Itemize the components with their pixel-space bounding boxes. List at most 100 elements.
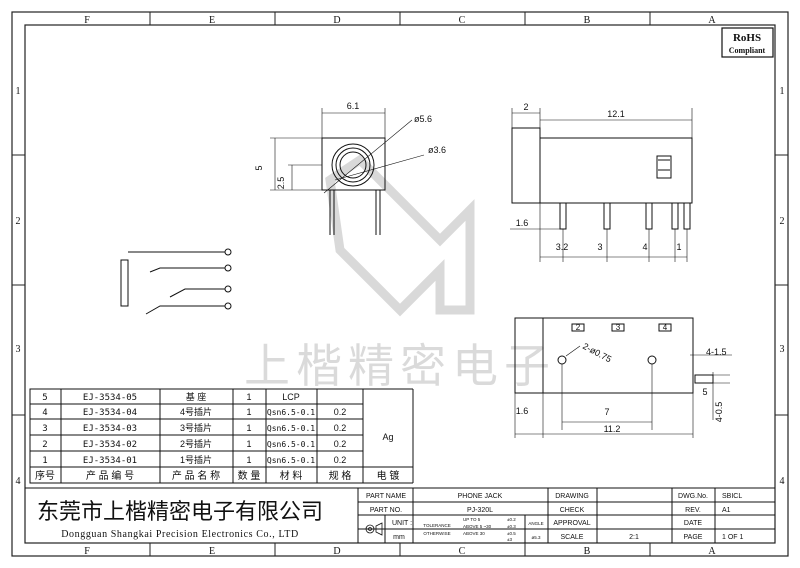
part-name-value: PHONE JACK (458, 493, 503, 500)
company-name-cn: 东莞市上楷精密电子有限公司 (37, 499, 323, 524)
bom-row-material: LCP (282, 392, 300, 402)
dim-dia-inner: ø3.6 (428, 145, 446, 155)
bom-row-code: EJ-3534-04 (83, 408, 137, 418)
tol-value-1: ±0.2 (507, 517, 516, 522)
angle-value: ø5.3 (531, 535, 541, 540)
bom-row-spec: 0.2 (334, 407, 347, 417)
bom-row-qty: 1 (246, 392, 251, 402)
bom-header-plating: 电 镀 (377, 469, 400, 482)
bom-row-material: Qsn6.5-0.1 (267, 456, 315, 465)
rev-value: A1 (722, 507, 731, 514)
bom-row-qty: 1 (246, 407, 251, 417)
otherwise-label: OTHERWISE (423, 531, 450, 536)
projection-symbol-icon (365, 522, 383, 536)
watermark-text: 上楷精密电子 (244, 339, 556, 393)
dim-side-length: 12.1 (607, 109, 625, 119)
zone-ticks (12, 12, 788, 556)
tol-value-3: ±0.5 (507, 531, 516, 536)
front-view (270, 108, 425, 235)
zone-row-3: 3 (16, 344, 21, 355)
dim-front-half: 2.5 (276, 177, 286, 190)
bom-row-no: 1 (42, 456, 47, 466)
check-label: CHECK (560, 507, 585, 514)
bom-header-spec: 规 格 (329, 469, 352, 482)
bom-header-code: 产 品 编 号 (86, 469, 134, 482)
bom-row-code: EJ-3534-03 (83, 424, 137, 434)
approval-label: APPROVAL (553, 520, 590, 527)
bom-row-material: Qsn6.5-0.1 (267, 424, 315, 433)
title-block (25, 487, 775, 543)
drawing-label: DRAWING (555, 493, 589, 500)
rohs-badge (721, 27, 774, 58)
page-label: PAGE (684, 534, 703, 541)
page-value: 1 OF 1 (722, 534, 744, 541)
bom-row-code: EJ-3534-02 (83, 440, 137, 450)
zone-col-c-bottom: C (459, 546, 466, 557)
dim-top-holes: 2-ø0.75 (581, 341, 613, 364)
inner-border (24, 24, 776, 544)
rev-label: REV. (685, 507, 701, 514)
bom-row-name: 2号插片 (180, 438, 212, 449)
unit-label: UNIT : (392, 520, 412, 527)
tol-range-1: UP TO 5 (463, 517, 481, 522)
dim-side-2: 2 (523, 102, 528, 112)
dim-top-112: 11.2 (604, 424, 621, 434)
bom-header-material: 材 料 (280, 469, 303, 482)
dim-side-16: 1.6 (516, 218, 529, 228)
bom-headers: 序号 产 品 编 号 产 品 名 称 数 量 材 料 规 格 电 镀 (35, 469, 399, 482)
rohs-compliant: Compliant (729, 46, 766, 55)
scale-value: 2:1 (629, 534, 639, 541)
bom-row-spec: 0.2 (334, 455, 347, 465)
dim-top-405: 4-0.5 (714, 402, 724, 423)
bom-row-no: 3 (42, 424, 47, 434)
bom-row-no: 2 (42, 440, 47, 450)
bom-plating-column (30, 388, 414, 484)
title-block-fields: PART NAME PHONE JACK PART NO. PJ-320L UN… (366, 493, 744, 542)
dim-side-4: 4 (642, 242, 647, 252)
bom-plating: Ag (382, 432, 393, 442)
bom-rows: 5 EJ-3534-05 基 座 1 LCP 4 EJ-3534-04 4号插片… (42, 391, 393, 466)
bom-row-no: 4 (42, 408, 47, 418)
dim-side-32: 3.2 (556, 242, 569, 252)
bom-row-code: EJ-3534-05 (83, 393, 137, 403)
zone-col-a-bottom: A (708, 546, 716, 557)
side-view (510, 108, 693, 262)
zone-col-c: C (459, 15, 466, 26)
bom-row-no: 5 (42, 393, 47, 403)
rohs-title: RoHS (733, 32, 761, 44)
zone-col-f-bottom: F (84, 546, 90, 557)
zone-col-d: D (333, 15, 340, 26)
bom-row-name: 4号插片 (180, 406, 212, 417)
watermark-logo (325, 154, 475, 317)
zone-col-a: A (708, 15, 716, 26)
part-no-label: PART NO. (370, 507, 402, 514)
dim-side-1: 1 (676, 242, 681, 252)
tol-range-3: ABOVE 30 (463, 531, 485, 536)
dwg-no-value: SBICL (722, 493, 742, 500)
zone-col-b: B (584, 15, 591, 26)
bom-row-material: Qsn6.5-0.1 (267, 408, 315, 417)
zone-col-d-bottom: D (333, 546, 340, 557)
zone-row-1-right: 1 (780, 86, 785, 97)
contact-schematic (120, 248, 232, 315)
company-name-en: Dongguan Shangkai Precision Electronics … (61, 529, 299, 540)
angle-label: ANGLE (528, 521, 543, 526)
part-no-value: PJ-320L (467, 507, 493, 514)
dim-front-width: 6.1 (347, 101, 360, 111)
dwg-no-label: DWG.No. (678, 493, 708, 500)
bom-row-spec: 0.2 (334, 439, 347, 449)
dim-dia-outer: ø5.6 (414, 114, 432, 124)
bom-row-qty: 1 (246, 455, 251, 465)
zone-row-3-right: 3 (780, 344, 785, 355)
scale-label: SCALE (561, 534, 584, 541)
pad-label-4: 4 (663, 323, 668, 332)
date-label: DATE (684, 520, 702, 527)
bom-header-name: 产 品 名 称 (172, 469, 220, 482)
dim-top-415: 4-1.5 (706, 347, 727, 357)
unit-value: mm (393, 534, 405, 541)
dim-top-7: 7 (604, 407, 609, 417)
bom-header-no: 序号 (35, 469, 55, 482)
bom-row-name: 3号插片 (180, 422, 212, 433)
tol-range-2: ABOVE 5 ~30 (463, 524, 492, 529)
